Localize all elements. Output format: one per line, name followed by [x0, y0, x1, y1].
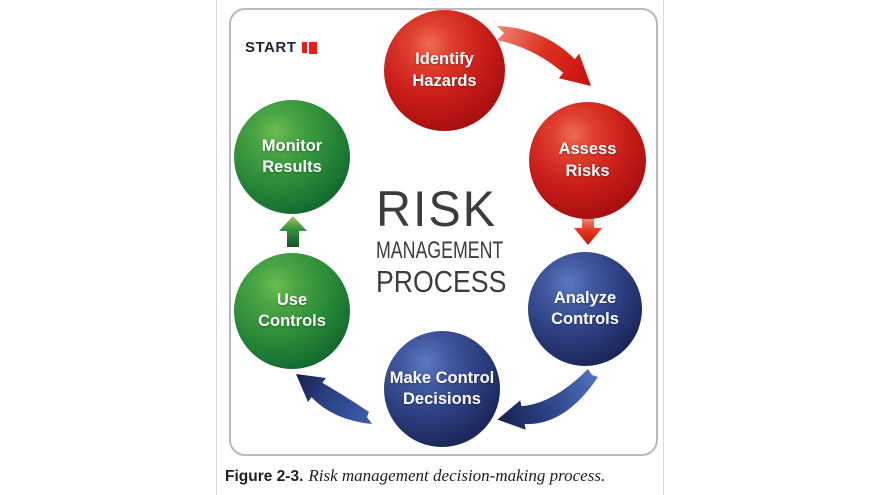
caption-label: Figure 2-3. — [225, 468, 304, 485]
node-use-controls: Use Controls — [234, 253, 350, 369]
center-title: RISK MANAGEMENT PROCESS — [376, 184, 548, 297]
node-label: Assess Risks — [558, 140, 617, 180]
node-identify-hazards: Identify Hazards — [384, 10, 505, 131]
figure-content-area: START RISK MANAGEMENT PROCESS Identify H… — [216, 0, 664, 495]
node-assess-risks: Assess Risks — [529, 102, 646, 219]
center-title-line3: PROCESS — [376, 264, 507, 299]
node-label: Monitor Results — [261, 136, 323, 176]
start-flag-icon — [302, 41, 318, 54]
node-label: Identify Hazards — [412, 50, 477, 90]
node-label: Analyze Controls — [551, 288, 619, 328]
center-title-line1: RISK — [376, 181, 497, 237]
figure-caption: Figure 2-3.Risk management decision-maki… — [225, 466, 655, 486]
caption-text: Risk management decision-making process. — [308, 466, 606, 485]
node-monitor-results: Monitor Results — [234, 100, 350, 214]
node-label: Use Controls — [258, 290, 326, 330]
start-label: START — [245, 39, 297, 56]
node-label: Make Control Decisions — [389, 368, 495, 408]
start-marker: START — [245, 39, 318, 56]
node-analyze-controls: Analyze Controls — [528, 252, 642, 366]
center-title-line2: MANAGEMENT — [376, 237, 504, 264]
node-make-control-decisions: Make Control Decisions — [384, 331, 500, 447]
